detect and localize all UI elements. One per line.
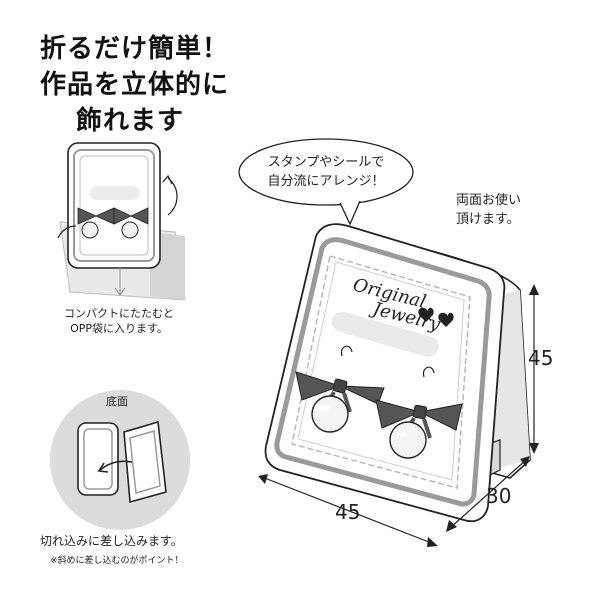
bottom-tab-left-frame — [83, 428, 113, 490]
jewelry-stand-illustration: Original Jewelry — [264, 223, 531, 523]
headline-line-2: 作品を立体的に — [40, 64, 229, 101]
speech-bubble-tail-mask — [341, 198, 359, 203]
small-card-frame — [73, 149, 155, 262]
speech-bubble-line-1: スタンプやシールで — [267, 155, 385, 170]
compact-folded-illustration — [57, 142, 186, 301]
earring-hook-left — [340, 345, 353, 357]
width-dimension-line — [261, 476, 435, 545]
height-dimension-label: 45 — [528, 346, 554, 370]
height-arrow-bottom — [529, 443, 539, 454]
compact-note: コンパクトにたたむと OPP袋に入ります。 — [48, 306, 190, 336]
speech-bubble-text: スタンプやシールで 自分流にアレンジ！ — [248, 153, 404, 191]
bow-left-wing-b — [339, 385, 385, 405]
headline-line-1: 折るだけ簡単！ — [40, 34, 230, 64]
fold-arrow — [167, 177, 178, 216]
depth-arrow-b — [520, 456, 530, 467]
depth-dimension-label: 30 — [486, 484, 512, 508]
both-sides-note-line-2: 頂けます。 — [456, 212, 520, 227]
small-card — [67, 142, 161, 269]
bottom-view-circle — [50, 390, 190, 530]
small-card-inner-frame — [79, 155, 149, 256]
small-card-slot — [90, 186, 140, 200]
speech-bubble-tail — [339, 200, 361, 226]
bottom-tab-right-frame — [129, 430, 161, 494]
pearl-right — [389, 421, 427, 459]
pearl-right-highlight — [397, 431, 407, 437]
speech-bubble — [238, 138, 414, 226]
insert-arrow — [99, 460, 133, 471]
headline-line-2-post: に — [202, 70, 230, 100]
bow-right-wing-b — [418, 403, 463, 431]
bow-left-wing-a — [295, 371, 342, 401]
small-pearl-left — [81, 221, 99, 239]
small-bow-left — [77, 207, 115, 225]
headline-line-3: 飾れます — [76, 106, 185, 136]
pearl-left — [311, 395, 349, 433]
depth-arrow-a — [446, 520, 457, 532]
insert-note: 切れ込みに差し込みます。 — [40, 534, 183, 548]
bag-arrow — [57, 225, 77, 239]
small-bow-right — [113, 207, 149, 225]
speech-bubble-shape — [238, 138, 414, 206]
bow-right-wing-a — [375, 399, 422, 429]
down-arrow-head — [114, 287, 126, 296]
bottom-tab-left — [77, 422, 119, 496]
bow-right-knot — [412, 404, 428, 420]
dimension-lines — [258, 284, 539, 547]
width-dimension-label: 45 — [335, 500, 361, 524]
bow-left-knot — [332, 378, 348, 394]
both-sides-note: 両面お使い 頂けます。 — [456, 191, 521, 229]
bottom-view-illustration — [50, 390, 190, 530]
earring-slot-area — [331, 312, 439, 357]
compact-note-line-2: OPP袋に入ります。 — [70, 322, 168, 335]
width-arrow-b — [427, 537, 438, 547]
compact-note-line-1: コンパクトにたたむと — [64, 307, 174, 320]
pearl-left-highlight — [319, 405, 329, 411]
speech-bubble-line-2: 自分流にアレンジ！ — [267, 174, 385, 189]
earring-hook-right — [422, 366, 435, 378]
insert-arrow-head — [97, 462, 109, 473]
headline-line-2-pre: 作品を — [40, 70, 122, 100]
stand-front-card — [264, 223, 506, 523]
fold-arrow-head — [162, 174, 173, 185]
width-arrow-a — [258, 474, 268, 484]
depth-dimension-line — [449, 459, 527, 529]
height-arrow-top — [529, 284, 539, 295]
heart-icon — [418, 307, 434, 322]
both-sides-note-line-1: 両面お使い — [456, 193, 522, 208]
bottom-view-label: 底面 — [106, 395, 128, 408]
insert-tip: ※斜めに差し込むのがポイント！ — [50, 556, 184, 566]
headline-highlight-2: 的 — [173, 64, 205, 101]
heart-icon — [438, 312, 454, 327]
stand-ornate-frame — [274, 237, 492, 507]
small-pearl-right — [121, 221, 139, 239]
headline-highlight-1: 立体 — [119, 64, 178, 101]
